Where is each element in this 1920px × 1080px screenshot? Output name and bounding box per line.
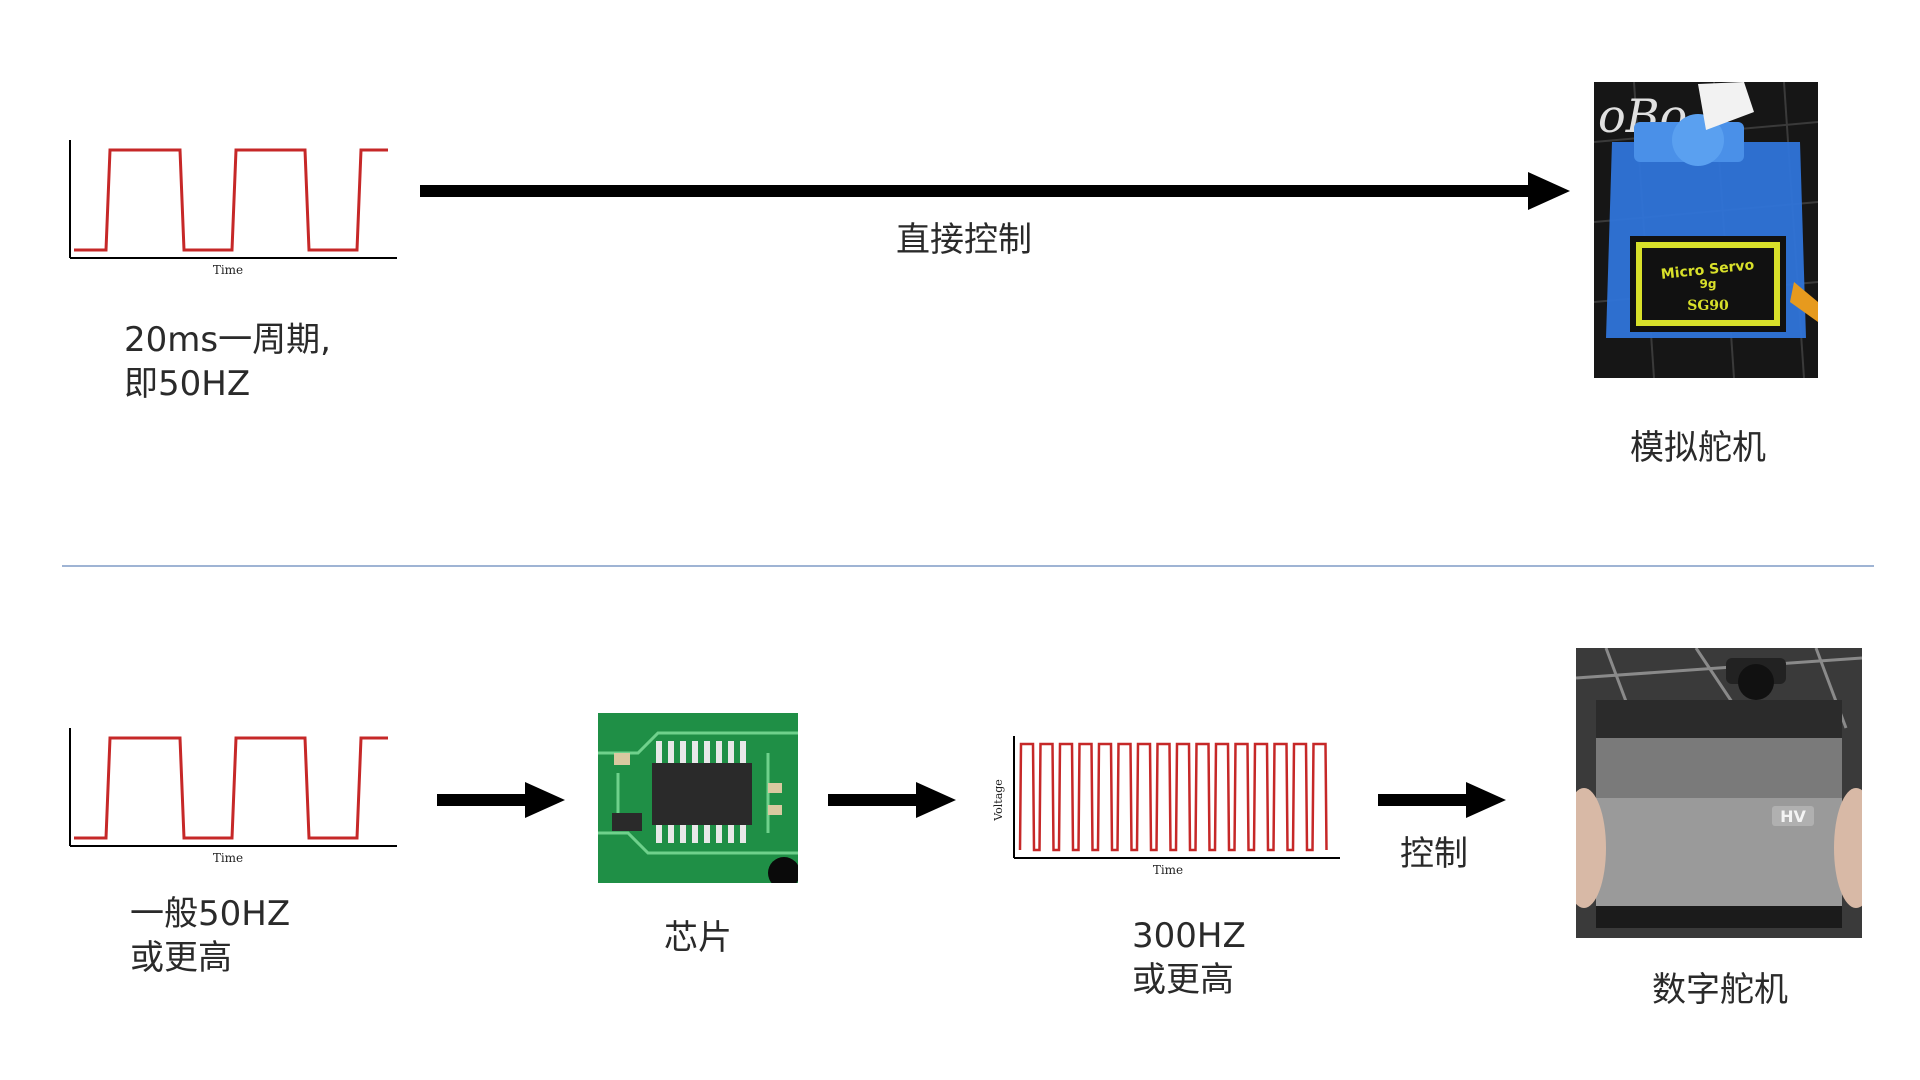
- section-divider: [62, 565, 1874, 567]
- control-label: 控制: [1400, 834, 1468, 874]
- analog-servo-photo: oBo Micro Servo 9g SG90: [1594, 82, 1818, 378]
- bottom-freq-line1: 一般50HZ: [130, 894, 291, 934]
- direct-control-arrow: [420, 168, 1570, 214]
- top-square-wave: [74, 148, 388, 252]
- arrow-to-chip: [437, 780, 565, 820]
- hf-line1: 300HZ: [1132, 916, 1246, 956]
- hf-line2: 或更高: [1132, 960, 1234, 1000]
- svg-text:HV: HV: [1780, 807, 1806, 826]
- bottom-freq-line2: 或更高: [130, 938, 232, 978]
- hf-waveform: Voltage Time: [990, 730, 1350, 890]
- chip-label: 芯片: [664, 918, 732, 958]
- hf-square-wave: [1018, 742, 1328, 852]
- top-period-line2: 即50HZ: [124, 364, 251, 404]
- chip-photo: [598, 713, 798, 883]
- arrow-to-digital-servo: [1378, 780, 1506, 820]
- top-waveform-time-label: Time: [213, 263, 243, 277]
- bottom-waveform: Time: [62, 718, 402, 878]
- svg-text:SG90: SG90: [1687, 298, 1729, 314]
- bottom-square-wave: [74, 736, 388, 840]
- digital-servo-label: 数字舵机: [1652, 970, 1788, 1010]
- hf-waveform-time-label: Time: [1153, 863, 1183, 877]
- svg-text:9g: 9g: [1700, 277, 1717, 291]
- digital-servo-photo: HV: [1576, 648, 1862, 938]
- top-period-line1: 20ms一周期,: [124, 320, 331, 360]
- direct-control-label: 直接控制: [896, 220, 1032, 260]
- top-waveform: Time: [62, 130, 402, 290]
- bottom-waveform-time-label: Time: [213, 851, 243, 865]
- hf-waveform-voltage-label: Voltage: [992, 779, 1005, 822]
- arrow-to-hf-waveform: [828, 780, 956, 820]
- analog-servo-label: 模拟舵机: [1630, 428, 1766, 468]
